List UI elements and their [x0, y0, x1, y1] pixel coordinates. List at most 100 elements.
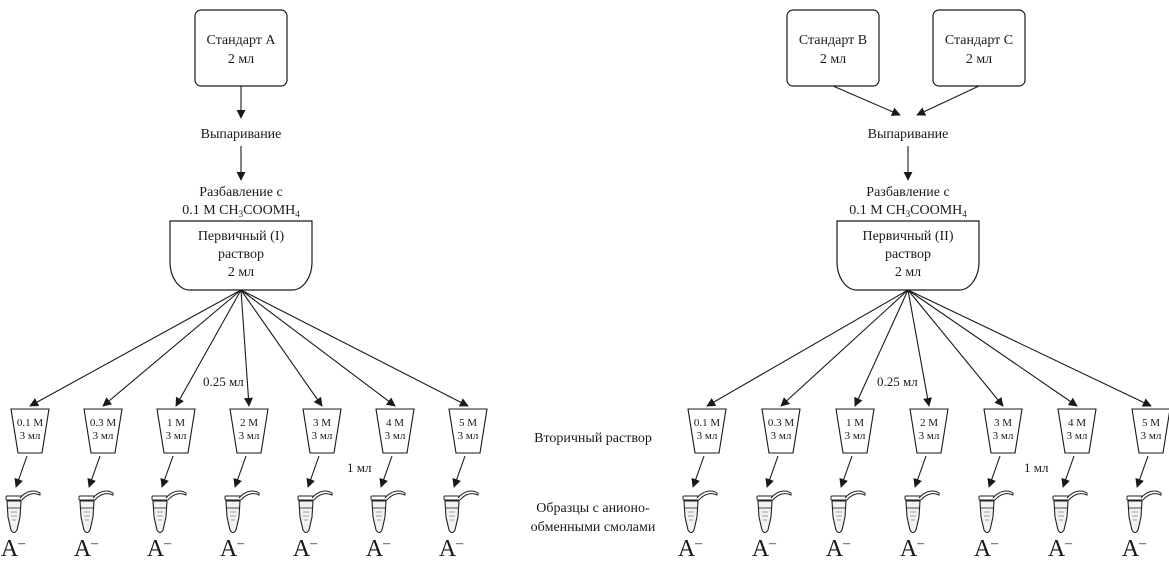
standard-b-volume: 2 мл [820, 52, 846, 67]
sample-tube-icon [1126, 490, 1162, 534]
aliquot-volume-label: 1 мл [347, 460, 372, 475]
secondary-solution-label: Вторичный раствор [534, 431, 652, 446]
anion-label: A– [366, 536, 391, 561]
secondary-vial [10, 408, 50, 454]
anion-label: A– [826, 536, 851, 561]
samples-label-line2: обменными смолами [531, 520, 656, 535]
standard-c-name: Стандарт С [945, 33, 1013, 48]
secondary-vial [156, 408, 196, 454]
vial-concentration: 3 М [313, 417, 331, 429]
anion-label: A– [1, 536, 26, 561]
vial-volume: 3 мл [385, 430, 406, 442]
transfer-arrow [907, 289, 1152, 407]
sample-tube-icon [297, 490, 333, 534]
sample-tube-icon [224, 490, 260, 534]
vial-concentration: 0.1 М [17, 417, 44, 429]
anion-label: A– [752, 536, 777, 561]
vial-volume: 3 мл [771, 430, 792, 442]
vial-volume: 3 мл [1141, 430, 1162, 442]
aliquot-arrow [839, 455, 853, 488]
samples-label-line1: Образцы с анионо- [536, 501, 650, 516]
primary-solution-vessel [169, 220, 313, 291]
transfer-arrow [907, 289, 932, 407]
aliquot-arrow [691, 455, 705, 488]
secondary-vial [687, 408, 727, 454]
primary-line3: 2 мл [228, 265, 254, 280]
anion-label: A– [678, 536, 703, 561]
aliquot-arrow [913, 455, 927, 488]
sample-tube-icon [978, 490, 1014, 534]
transfer-volume-label: 0.25 мл [877, 374, 918, 389]
primary-line3: 2 мл [895, 265, 921, 280]
vial-concentration: 3 М [994, 417, 1012, 429]
vial-concentration: 0.3 М [768, 417, 795, 429]
secondary-vial [229, 408, 269, 454]
anion-label: A– [293, 536, 318, 561]
aliquot-arrow [987, 455, 1001, 488]
transfer-arrow [240, 289, 253, 407]
secondary-vial [83, 408, 123, 454]
arrow-c-to-merge [916, 85, 980, 116]
vial-volume: 3 мл [20, 430, 41, 442]
standard-a-name: Стандарт А [206, 33, 276, 48]
secondary-vial [983, 408, 1023, 454]
anion-label: A– [1048, 536, 1073, 561]
left-scheme: Стандарт А 2 мл Выпаривание Разбавление … [1, 9, 488, 561]
transfer-arrow [240, 289, 323, 407]
secondary-vial [909, 408, 949, 454]
vial-concentration: 1 М [846, 417, 864, 429]
dilution-formula: 0.1 М CH3COOMH4 [849, 203, 967, 219]
primary-line2: раствор [885, 247, 931, 262]
transfer-arrow [854, 289, 909, 407]
vial-volume: 3 мл [1067, 430, 1088, 442]
aliquot-arrow [14, 455, 28, 488]
transfer-volume-label: 0.25 мл [203, 374, 244, 389]
vial-concentration: 0.1 М [694, 417, 721, 429]
aliquot-arrow [160, 455, 174, 488]
transfer-arrow [102, 289, 242, 407]
right-vial-row: 0.1 М3 млA–0.3 М3 млA–1 М3 млA–2 М3 млA–… [678, 289, 1169, 561]
transfer-arrow [240, 289, 396, 407]
aliquot-arrow [379, 455, 393, 488]
sample-tube-icon [78, 490, 114, 534]
sample-tube-icon [370, 490, 406, 534]
sample-tube-icon [756, 490, 792, 534]
transfer-arrow [907, 289, 1004, 407]
vial-concentration: 5 М [459, 417, 477, 429]
standard-c-box [932, 9, 1026, 87]
secondary-vial [1131, 408, 1169, 454]
secondary-vial [761, 408, 801, 454]
anion-label: A– [220, 536, 245, 561]
secondary-vial [302, 408, 342, 454]
standard-a-volume: 2 мл [228, 52, 254, 67]
transfer-arrow [29, 289, 242, 407]
anion-label: A– [900, 536, 925, 561]
anion-label: A– [1122, 536, 1147, 561]
secondary-vial [375, 408, 415, 454]
primary-line1: Первичный (I) [198, 229, 285, 244]
dilution-formula: 0.1 М CH3COOMH4 [182, 203, 300, 219]
aliquot-arrow [1135, 455, 1149, 488]
transfer-arrow [240, 289, 469, 407]
vial-volume: 3 мл [919, 430, 940, 442]
aliquot-arrow [233, 455, 247, 488]
evaporation-label: Выпаривание [201, 127, 282, 142]
vial-volume: 3 мл [312, 430, 333, 442]
vial-concentration: 5 М [1142, 417, 1160, 429]
right-scheme: Стандарт B 2 мл Стандарт С 2 мл Выпарива… [678, 9, 1169, 561]
aliquot-arrow [1061, 455, 1075, 488]
aliquot-arrow [306, 455, 320, 488]
secondary-vial [835, 408, 875, 454]
standard-b-name: Стандарт B [799, 33, 867, 48]
anion-label: A– [439, 536, 464, 561]
transfer-arrow [780, 289, 909, 407]
left-vial-row: 0.1 М3 млA–0.3 М3 млA–1 М3 млA–2 М3 млA–… [1, 289, 488, 561]
vial-volume: 3 мл [845, 430, 866, 442]
primary-line2: раствор [218, 247, 264, 262]
vial-volume: 3 мл [166, 430, 187, 442]
standard-b-box [786, 9, 880, 87]
sample-tube-icon [1052, 490, 1088, 534]
vial-volume: 3 мл [93, 430, 114, 442]
vial-volume: 3 мл [458, 430, 479, 442]
